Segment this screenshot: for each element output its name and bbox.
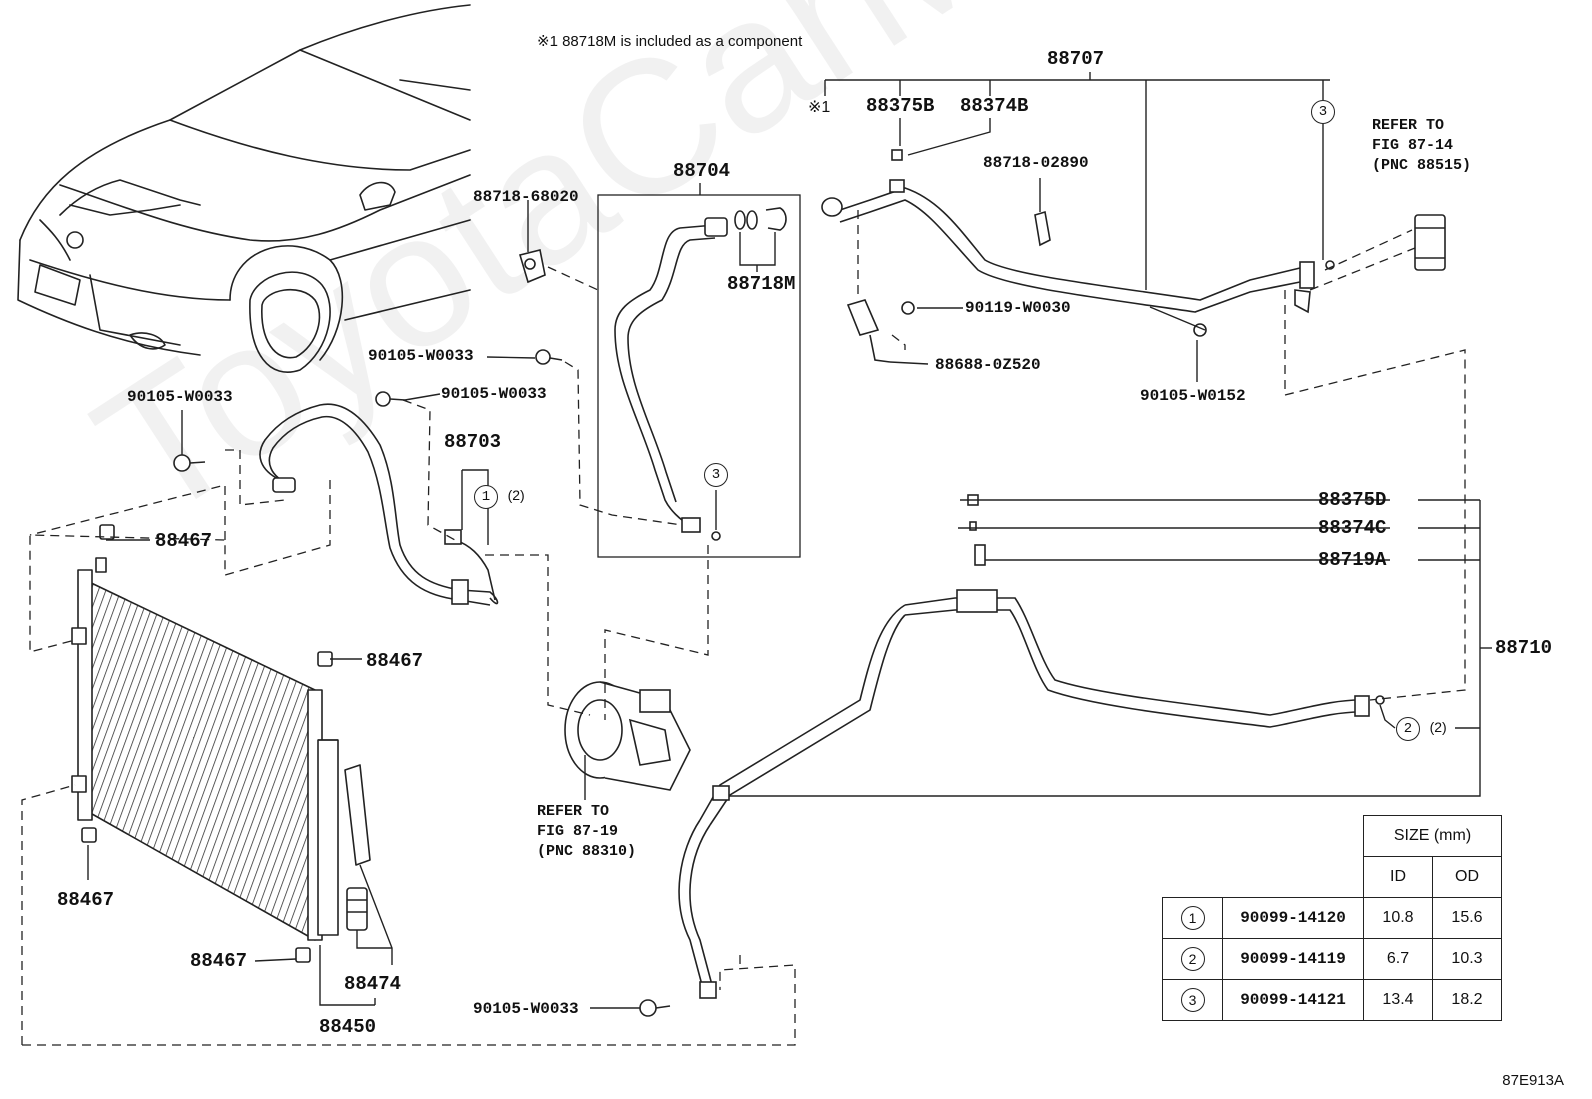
row-part-number: 90099-14121 <box>1222 979 1364 1021</box>
label-90105-W0033-a: 90105-W0033 <box>368 347 474 365</box>
label-90105-W0152: 90105-W0152 <box>1140 387 1246 405</box>
label-88374C: 88374C <box>1318 517 1387 539</box>
callout-1-qty: (2) <box>507 487 525 503</box>
row-part-number: 90099-14119 <box>1222 938 1364 980</box>
label-88703: 88703 <box>444 431 502 453</box>
row-od: 15.6 <box>1432 897 1502 939</box>
label-88474: 88474 <box>344 973 402 995</box>
callout-2-qty: (2) <box>1429 719 1447 735</box>
label-88375D: 88375D <box>1318 489 1387 511</box>
label-90105-W0033-c: 90105-W0033 <box>127 388 233 406</box>
row-key: 1 <box>1180 906 1205 930</box>
table-row: 1 90099-14120 10.8 15.6 <box>1162 897 1502 939</box>
label-88718-68020: 88718-68020 <box>473 188 579 206</box>
refer-compressor-note: REFER TO FIG 87-19 (PNC 88310) <box>537 803 637 860</box>
size-table-title: SIZE (mm) <box>1363 815 1502 857</box>
label-90105-W0033-b: 90105-W0033 <box>441 385 547 403</box>
label-88710: 88710 <box>1495 637 1553 659</box>
callout-1-number: 1 <box>474 485 498 509</box>
bolts <box>173 349 671 1017</box>
size-table-col-id: ID <box>1363 856 1433 898</box>
callout-2: 2 (2) <box>1396 717 1447 741</box>
label-88707: 88707 <box>1047 48 1105 70</box>
label-88467-a: 88467 <box>155 530 213 552</box>
label-88450: 88450 <box>319 1016 377 1038</box>
label-88467-d: 88467 <box>190 950 248 972</box>
label-88467-c: 88467 <box>57 889 115 911</box>
condenser <box>71 524 371 963</box>
callout-3-top-number: 3 <box>1311 100 1335 124</box>
hose-box-88704 <box>597 194 801 558</box>
table-row: 3 90099-14121 13.4 18.2 <box>1162 979 1502 1021</box>
row-od: 10.3 <box>1432 938 1502 980</box>
row-id: 10.8 <box>1363 897 1433 939</box>
label-mark1: ※1 <box>808 99 831 116</box>
label-90105-W0033-d: 90105-W0033 <box>473 1000 579 1018</box>
compressor <box>564 681 691 791</box>
label-88375B: 88375B <box>866 95 935 117</box>
label-88719A: 88719A <box>1318 549 1387 571</box>
label-90119-W0030: 90119-W0030 <box>965 299 1071 317</box>
label-88688-0Z520: 88688-0Z520 <box>935 356 1041 374</box>
o-ring-size-table: SIZE (mm) ID OD 1 90099-14120 10.8 15.6 … <box>1162 815 1502 1021</box>
row-id: 13.4 <box>1363 979 1433 1021</box>
dashed-lines <box>21 210 1466 1046</box>
callout-1: 1 (2) <box>474 485 525 509</box>
suction-pipe-88707 <box>821 149 1335 314</box>
vehicle-sketch <box>17 4 471 373</box>
callout-3-hose: 3 <box>704 463 728 487</box>
row-od: 18.2 <box>1432 979 1502 1021</box>
row-key: 2 <box>1180 947 1205 971</box>
figure-id: 87E913A <box>1502 1072 1564 1089</box>
leader-lines <box>87 72 1492 1009</box>
table-row: 2 90099-14119 6.7 10.3 <box>1162 938 1502 980</box>
row-id: 6.7 <box>1363 938 1433 980</box>
size-table-col-od: OD <box>1432 856 1502 898</box>
label-88704: 88704 <box>673 160 731 182</box>
label-88374B: 88374B <box>960 95 1029 117</box>
suction-hose <box>614 207 787 541</box>
refer-valve-note: REFER TO FIG 87-14 (PNC 88515) <box>1372 117 1472 174</box>
discharge-hose <box>259 403 499 606</box>
component-note: ※1 88718M is included as a component <box>537 33 803 50</box>
callout-2-number: 2 <box>1396 717 1420 741</box>
row-part-number: 90099-14120 <box>1222 897 1364 939</box>
label-88467-b: 88467 <box>366 650 424 672</box>
label-88718-02890: 88718-02890 <box>983 154 1089 172</box>
label-88718M: 88718M <box>727 273 796 295</box>
expansion-valve <box>1414 214 1446 271</box>
row-key: 3 <box>1180 988 1205 1012</box>
callout-3-hose-number: 3 <box>704 463 728 487</box>
callout-3-top: 3 <box>1311 100 1335 124</box>
